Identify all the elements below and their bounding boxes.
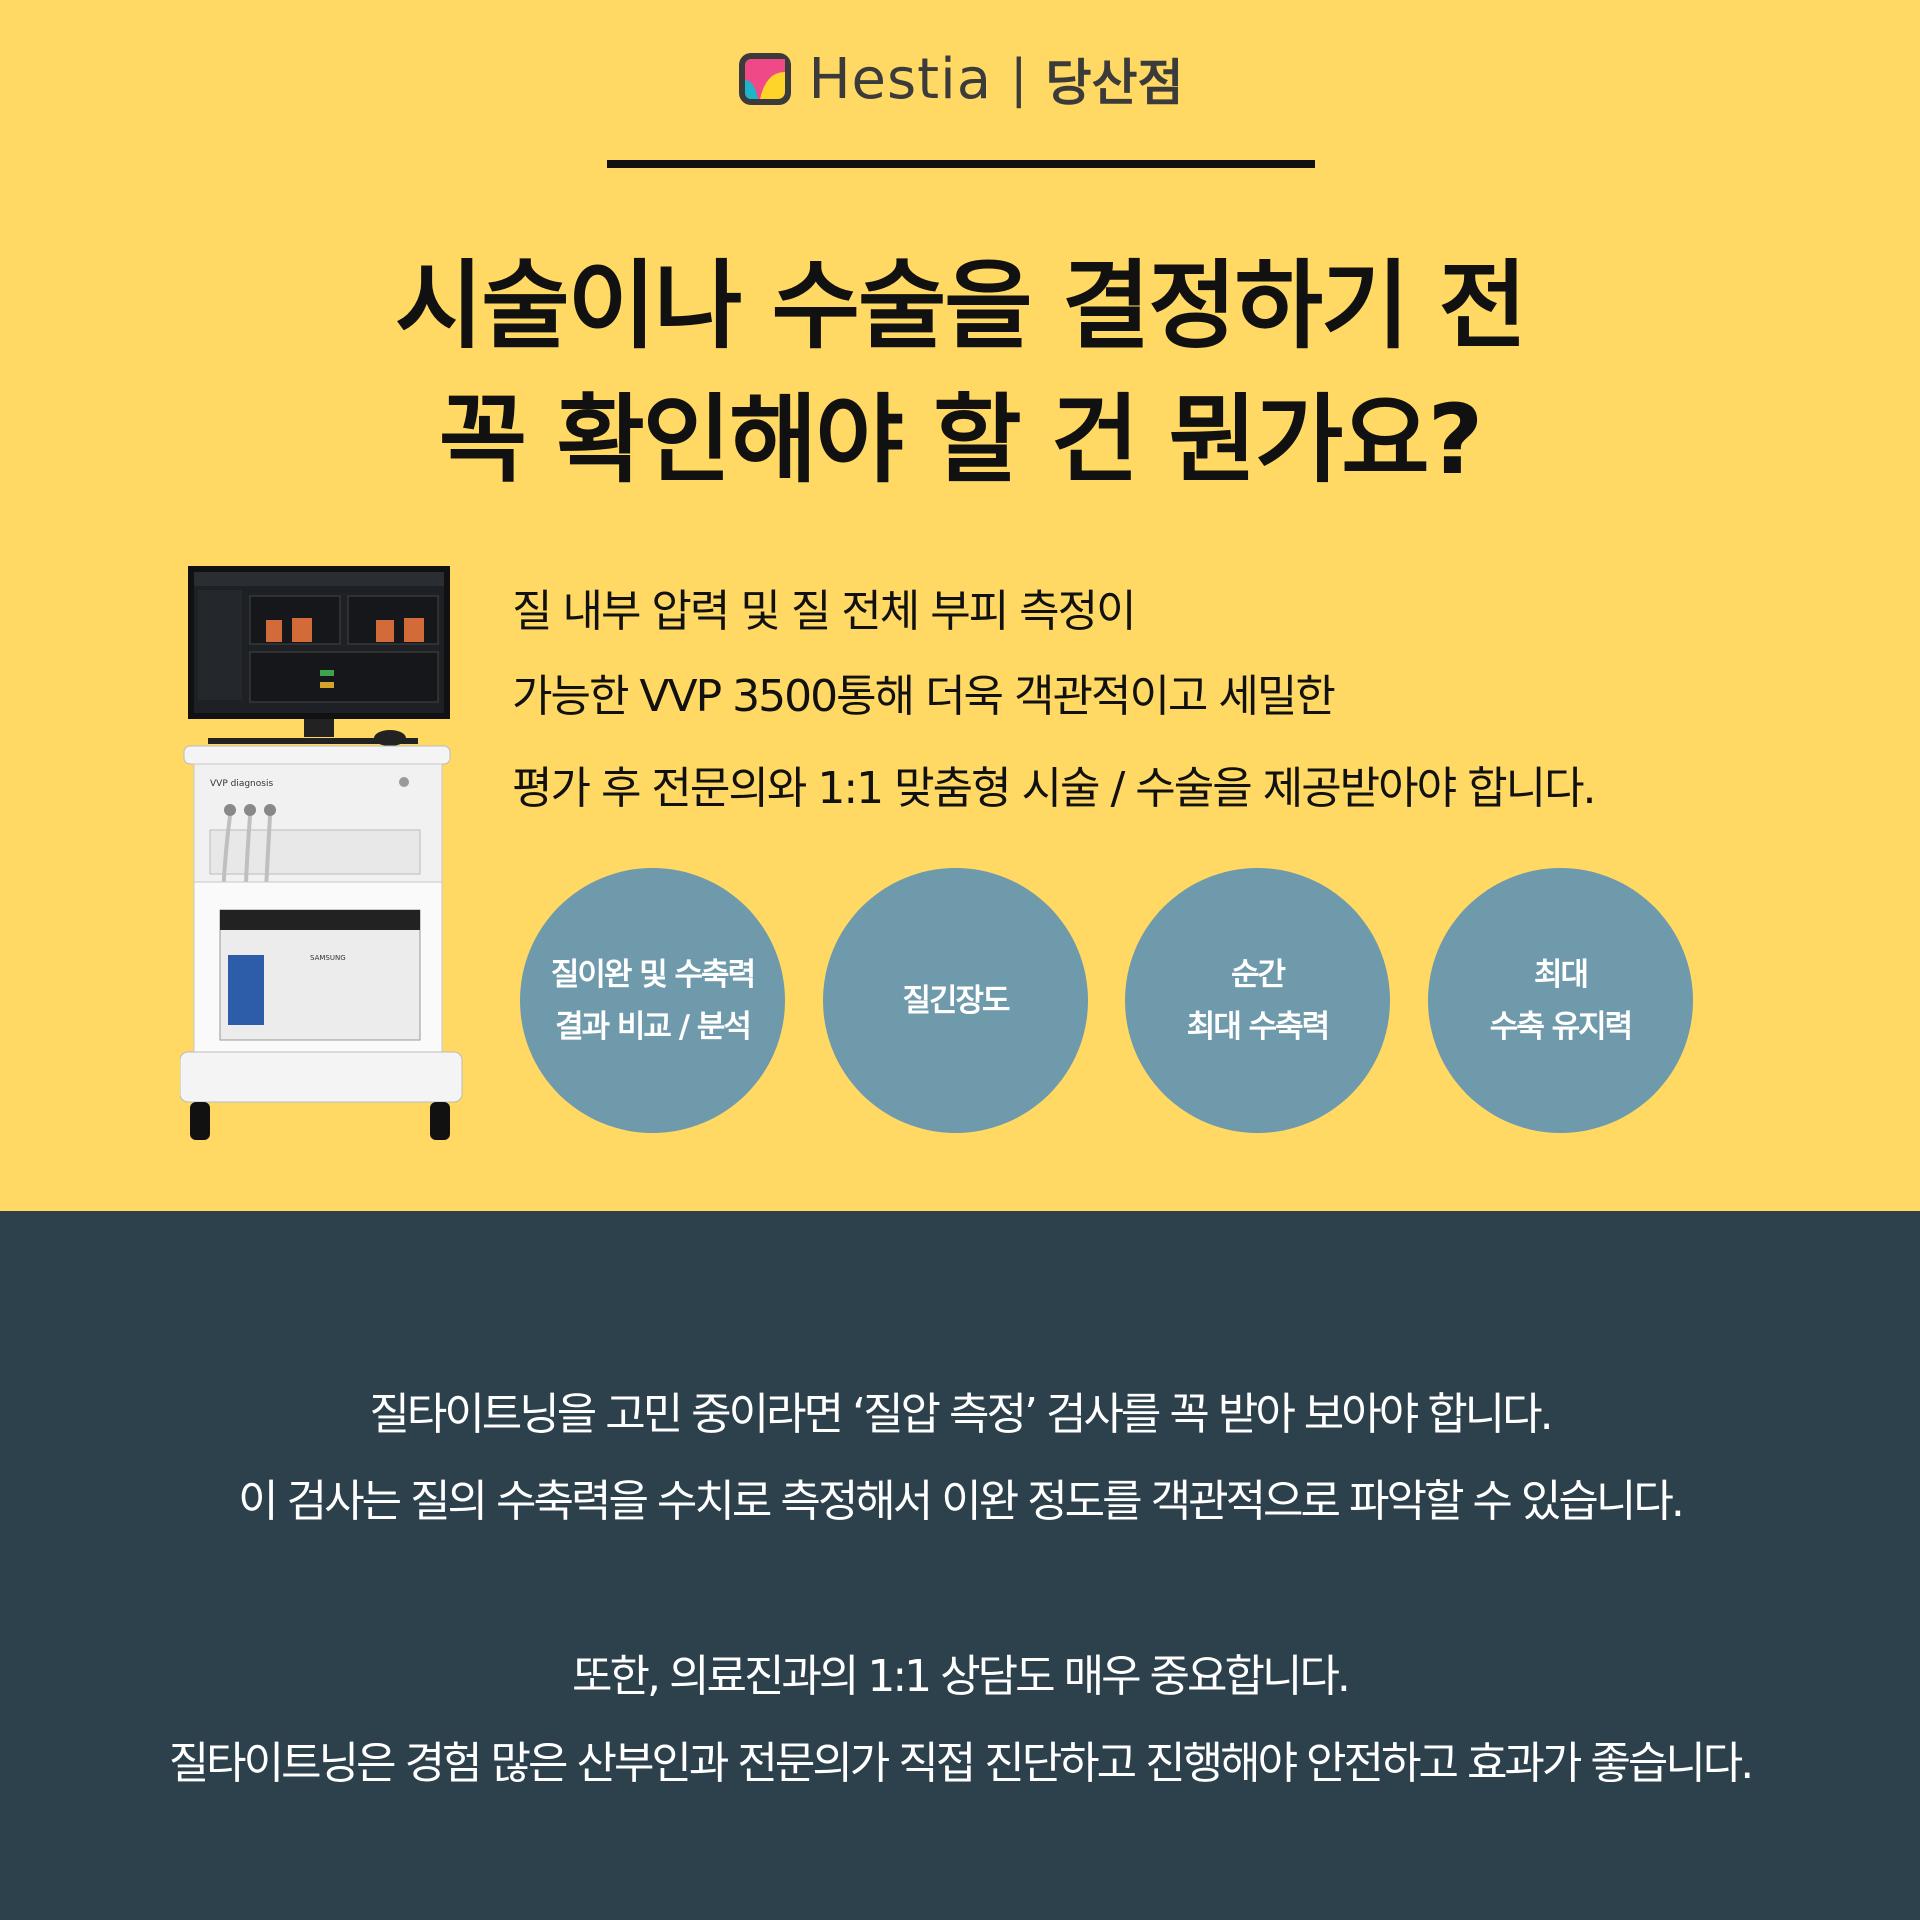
printer-brand: SAMSUNG: [310, 954, 346, 962]
headline-line-2: 꼭 확인해야 할 건 뭔가요?: [438, 384, 1484, 496]
brand-name: Hestia: [808, 46, 993, 112]
description-line-1: 질 내부 압력 및 질 전체 부피 측정이: [512, 586, 1137, 637]
body-line-3: 또한, 의료진과의 1:1 상담도 매우 중요합니다.: [572, 1651, 1351, 1702]
vvp-device-image: VVP diagnosis SAMSUNG: [180, 566, 463, 1140]
feature-circle-peak-contraction: 순간 최대 수축력: [1125, 868, 1390, 1133]
feature-label-line-1: 질이완 및 수축력: [550, 956, 756, 993]
branch-name: 당산점: [1045, 54, 1184, 112]
feature-label-line-2: 수축 유지력: [1489, 1008, 1633, 1045]
feature-circle-relaxation: 질이완 및 수축력 결과 비교 / 분석: [520, 868, 785, 1133]
feature-label-line-2: 최대 수축력: [1186, 1008, 1330, 1045]
description-line-3: 평가 후 전문의와 1:1 맞춤형 시술 / 수술을 제공받아야 합니다.: [512, 763, 1597, 814]
brand-logo: Hestia | 당산점: [0, 44, 1920, 114]
body-line-2: 이 검사는 질의 수축력을 수치로 측정해서 이완 정도를 객관적으로 파악할 …: [238, 1476, 1685, 1527]
feature-circle-endurance: 최대 수축 유지력: [1428, 868, 1693, 1133]
feature-circle-tension: 질긴장도: [823, 868, 1088, 1133]
feature-label-line-1: 질긴장도: [902, 982, 1010, 1019]
body-line-1: 질타이트닝을 고민 중이라면 ‘질압 측정’ 검사를 꼭 받아 보아야 합니다.: [369, 1389, 1553, 1440]
device-label: VVP diagnosis: [210, 779, 273, 789]
description-line-2: 가능한 VVP 3500통해 더욱 객관적이고 세밀한: [512, 671, 1336, 722]
body-line-4: 질타이트닝은 경험 많은 산부인과 전문의가 직접 진단하고 진행해야 안전하고…: [168, 1738, 1755, 1789]
bottom-section: [0, 1211, 1920, 1920]
feature-label-line-2: 결과 비교 / 분석: [555, 1008, 752, 1045]
hestia-logo-icon: [739, 53, 792, 105]
headline-line-1: 시술이나 수술을 결정하기 전: [394, 250, 1527, 362]
brand-separator: |: [1010, 49, 1028, 109]
feature-label-line-1: 최대: [1533, 956, 1589, 993]
feature-label-line-1: 순간: [1230, 956, 1286, 993]
title-divider: [607, 160, 1315, 168]
